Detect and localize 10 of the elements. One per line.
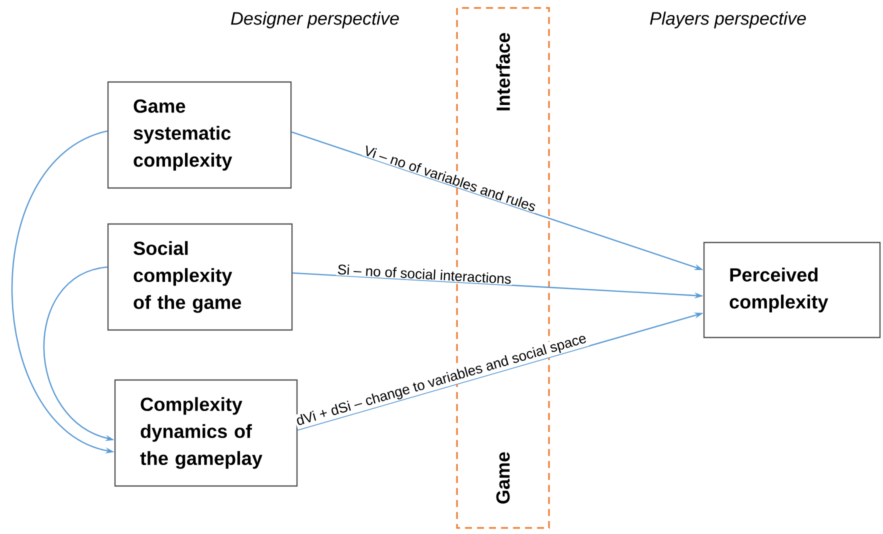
- band-label: Interface: [496, 33, 510, 110]
- process-box: Complexity dynamics of the gameplay: [114, 379, 298, 487]
- edge-label: dVi + dSi – change to variables and social space: [294, 331, 590, 430]
- band-label: Game: [496, 452, 510, 504]
- process-box: Perceived complexity: [703, 242, 881, 338]
- process-box: Social complexity of the game: [107, 223, 293, 331]
- heading: Designer perspective: [231, 12, 399, 28]
- edge-label: Si – no of social interactions: [336, 262, 513, 286]
- heading: Players perspective: [650, 12, 806, 28]
- process-box: Game systematic complexity: [107, 81, 292, 189]
